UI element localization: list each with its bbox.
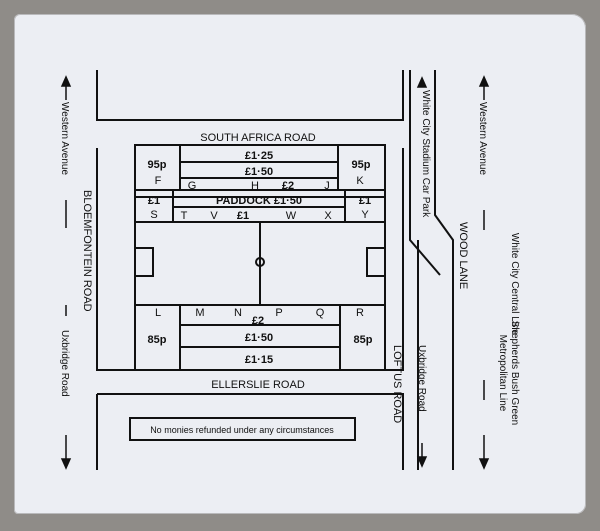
block-g-letter: G [188, 180, 197, 192]
paddock-mid-price: £1 [237, 210, 249, 222]
block-p-letter: P [275, 307, 282, 319]
south-africa-road-label: SOUTH AFRICA ROAD [200, 132, 316, 144]
stand-s-price: £1 [148, 195, 160, 207]
shepherds-bush-line-label: Shepherds Bush Green Metropolitan Line [497, 320, 520, 426]
wood-lane-label: WOOD LANE [457, 222, 469, 289]
stand-l [134, 304, 181, 371]
ticket: SOUTH AFRICA ROAD ELLERSLIE ROAD BLOEMFO… [14, 14, 586, 514]
block-q-letter: Q [316, 307, 325, 319]
car-park-label: White City Stadium Car Park [420, 90, 431, 218]
bottom-row3-price: £1·15 [245, 354, 273, 366]
bottom-mid-price: £2 [252, 315, 264, 327]
refund-notice: No monies refunded under any circumstanc… [150, 425, 334, 435]
stand-y-price: £1 [359, 195, 371, 207]
road-outline-top [96, 70, 404, 121]
western-avenue-right-label: Western Avenue [477, 102, 488, 175]
block-l-letter: L [155, 307, 161, 319]
stand-f-price: 95p [148, 159, 167, 171]
ground-map: SOUTH AFRICA ROAD ELLERSLIE ROAD BLOEMFO… [59, 70, 520, 470]
stand-l-price: 85p [148, 334, 167, 346]
loftus-road-label: LOFTUS ROAD [391, 345, 403, 423]
block-j-letter: J [324, 180, 330, 192]
bloemfontein-road-label: BLOEMFONTEIN ROAD [81, 190, 93, 312]
paddock-label: PADDOCK £1·50 [216, 195, 302, 207]
notice-box [129, 417, 356, 441]
left-goal-area [134, 247, 154, 277]
right-goal-area [366, 247, 386, 277]
block-r-letter: R [356, 307, 364, 319]
stand-f-letter: F [155, 175, 162, 187]
block-t-letter: T [181, 210, 188, 222]
top-row2-price: £1·50 [245, 166, 273, 178]
stand-r [339, 304, 386, 371]
uxbridge-road-left-label: Uxbridge Road [59, 330, 70, 397]
wood-lane-right [434, 70, 454, 470]
block-v-letter: V [210, 210, 218, 222]
uxbridge-road-right-label: Uxbridge Road [416, 345, 427, 412]
western-avenue-left-label: Western Avenue [59, 102, 70, 175]
top-mid-price: £2 [282, 180, 294, 192]
stand-k-letter: K [356, 175, 364, 187]
road-outline-bottom [97, 393, 404, 470]
stand-r-price: 85p [354, 334, 373, 346]
block-x-letter: X [324, 210, 332, 222]
stand-s-letter: S [150, 209, 157, 221]
block-w-letter: W [286, 210, 297, 222]
bottom-row2-price: £1·50 [245, 332, 273, 344]
block-h-letter: H [251, 180, 259, 192]
top-row1-price: £1·25 [245, 150, 273, 162]
block-m-letter: M [195, 307, 204, 319]
ellerslie-road-label: ELLERSLIE ROAD [211, 379, 305, 391]
stand-k-price: 95p [352, 159, 371, 171]
centre-circle [255, 257, 265, 267]
stand-y-letter: Y [361, 209, 369, 221]
block-n-letter: N [234, 307, 242, 319]
car-park-lane-left [409, 70, 441, 276]
